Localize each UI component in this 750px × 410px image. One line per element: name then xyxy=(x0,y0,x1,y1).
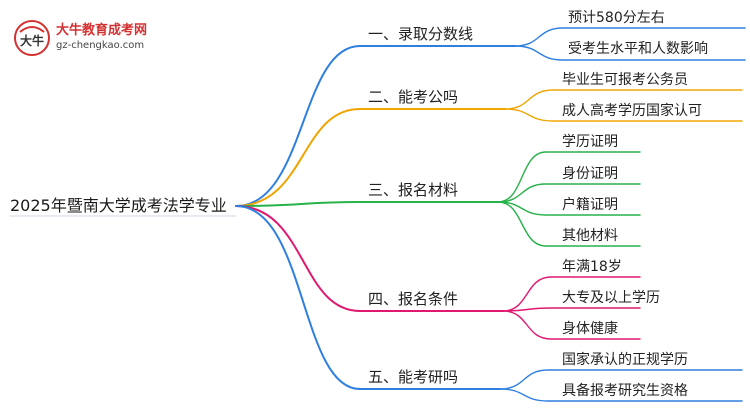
leaf-connector xyxy=(497,151,641,203)
branch-label-postgrad: 五、能考研吗 xyxy=(368,368,459,386)
leaf-text: 其他材料 xyxy=(562,228,618,244)
leaf-text: 身体健康 xyxy=(562,321,618,337)
leaf-text: 预计580分左右 xyxy=(568,10,665,26)
leaf-connector xyxy=(502,310,641,340)
logo-url: gz-chengkao.com xyxy=(56,40,145,51)
leaf-connector xyxy=(504,108,743,122)
leaf-connector xyxy=(499,388,743,402)
leaf-text: 年满18岁 xyxy=(562,259,622,275)
leaf-connector xyxy=(499,369,743,390)
daniu-logo-icon: 大牛 xyxy=(14,20,50,56)
branch-connector xyxy=(235,108,506,207)
svg-text:大牛: 大牛 xyxy=(20,33,44,48)
branch-label-score: 一、录取分数线 xyxy=(368,25,474,43)
leaf-connector xyxy=(497,183,641,203)
leaf-text: 国家承认的正规学历 xyxy=(562,352,688,368)
branch-label-conditions: 四、报名条件 xyxy=(368,290,459,308)
leaf-text: 具备报考研究生资格 xyxy=(562,383,688,399)
branch-connector xyxy=(235,205,501,390)
leaf-text: 毕业生可报考公务员 xyxy=(562,72,688,88)
leaf-connector xyxy=(514,27,746,47)
branch-label-civil-service: 二、能考公吗 xyxy=(368,88,459,106)
branch-connector xyxy=(235,205,504,312)
leaf-connector xyxy=(502,307,641,312)
leaf-text: 身份证明 xyxy=(562,166,618,182)
leaf-text: 受考生水平和人数影响 xyxy=(568,41,708,57)
leaf-text: 户籍证明 xyxy=(562,197,618,213)
leaf-connector xyxy=(504,89,743,110)
leaf-connector xyxy=(497,201,641,216)
branch-label-materials: 三、报名材料 xyxy=(368,181,459,199)
leaf-connector xyxy=(502,276,641,312)
branch-connector xyxy=(235,45,516,207)
logo-brand-name: 大牛教育成考网 xyxy=(56,23,148,38)
leaf-text: 学历证明 xyxy=(562,134,618,150)
leaf-text: 大专及以上学历 xyxy=(562,290,660,306)
leaf-connector xyxy=(497,201,641,247)
root-topic: 2025年暨南大学成考法学专业 xyxy=(10,196,227,215)
leaf-text: 成人高考学历国家认可 xyxy=(562,103,702,119)
branch-connector xyxy=(235,201,499,207)
leaf-connector xyxy=(514,45,746,61)
